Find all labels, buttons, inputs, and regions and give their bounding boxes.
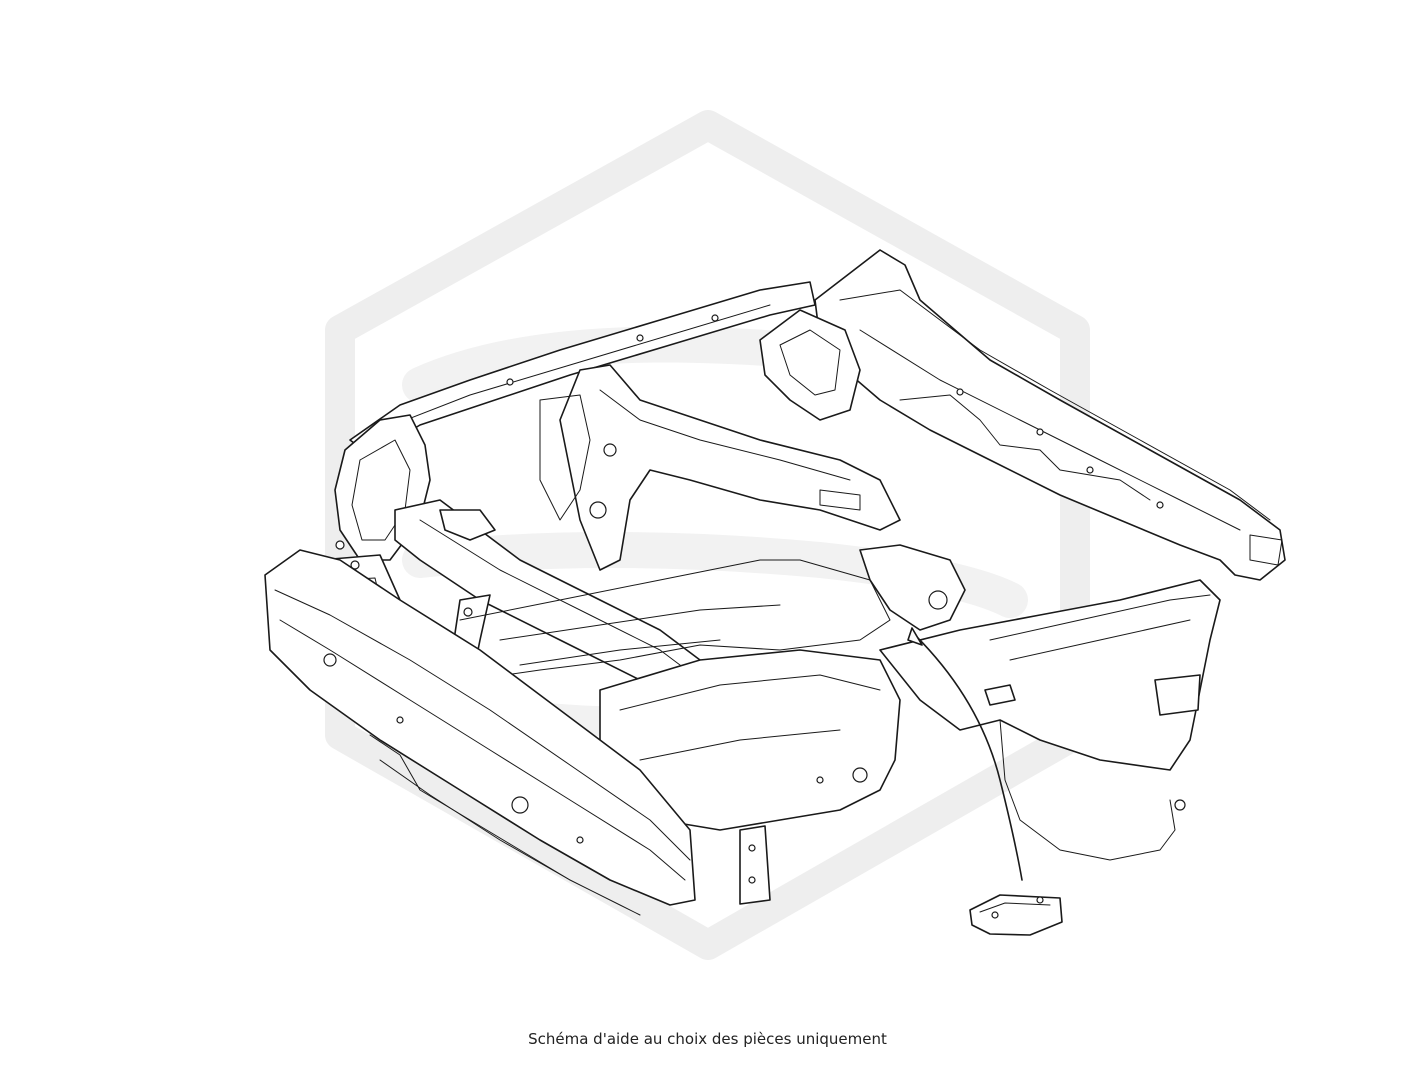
upper-rail-left: [349, 281, 816, 456]
separate-bracket-part: [907, 627, 1063, 936]
right-wheelhouse: [879, 579, 1221, 861]
engine-bay-floor: [459, 559, 891, 681]
center-brace: [539, 364, 901, 571]
right-frame-rail: [599, 649, 901, 905]
right-strut-tower: [759, 309, 966, 631]
diagram-caption: Schéma d'aide au choix des pièces unique…: [528, 1030, 887, 1048]
front-bumper-beam: [264, 549, 696, 916]
cowl-panel: [814, 249, 1286, 581]
